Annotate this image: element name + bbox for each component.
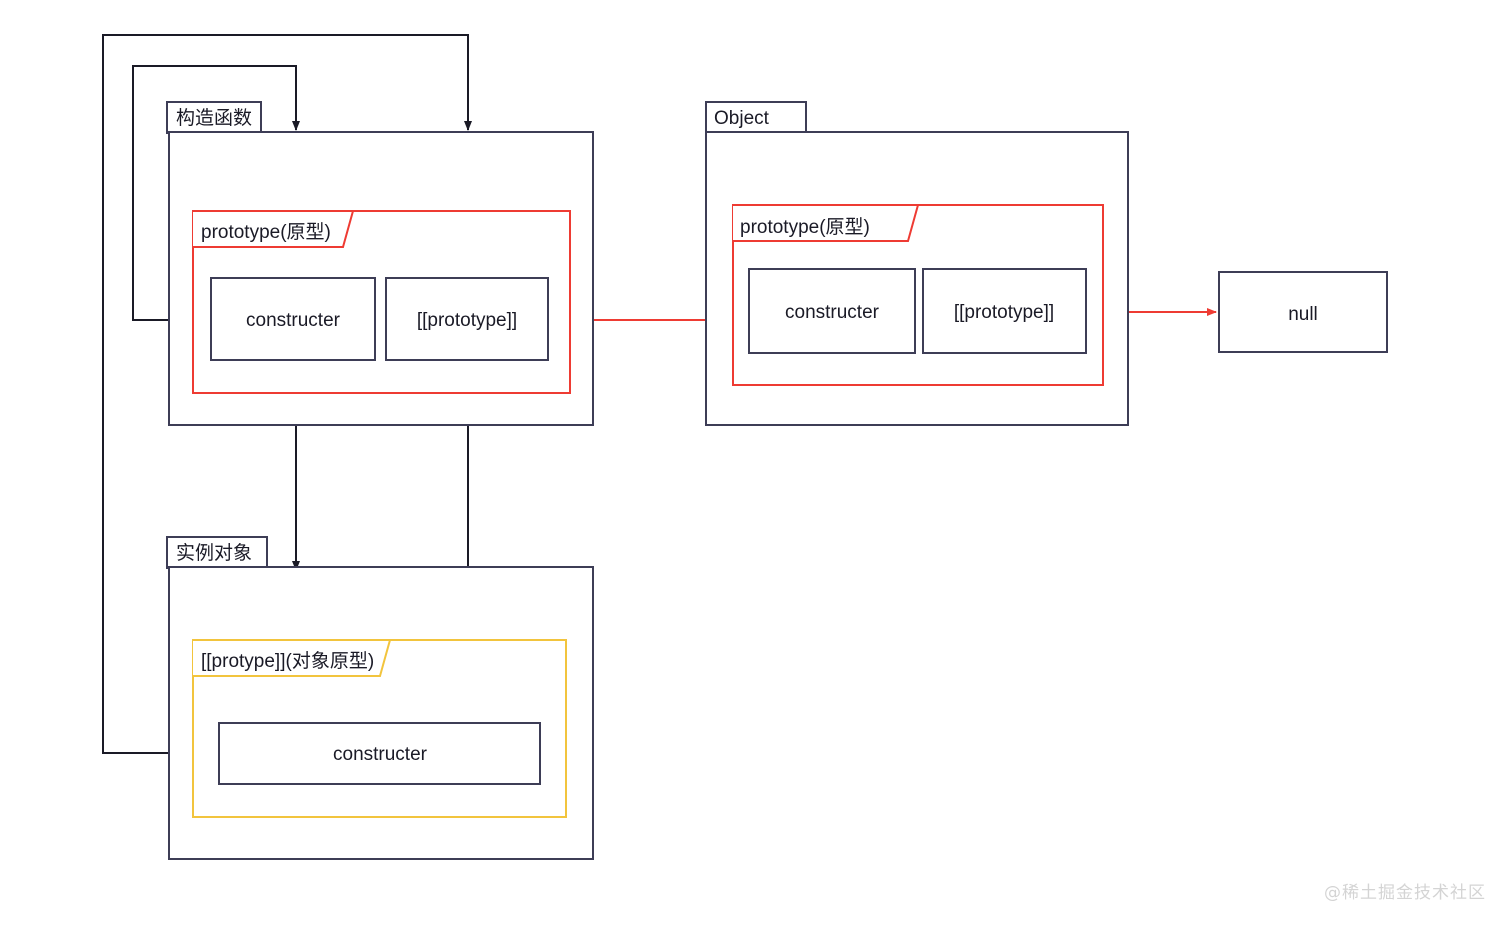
package-constructor-function[interactable]: 构造函数 prototype(原型) constructer [[prototy… — [166, 101, 594, 426]
group-prototype-constructor: prototype(原型) — [192, 210, 571, 394]
group-label-protype-instance: [[protype]](对象原型) — [201, 650, 374, 672]
connector-ctor-constructer-to-ctor-package — [132, 65, 300, 321]
group-body-prototype-constructor — [192, 210, 571, 394]
box-label-ctor-internal-prototype: [[prototype]] — [417, 310, 517, 331]
node-null[interactable]: null — [1218, 271, 1388, 353]
box-label-object-internal-prototype: [[prototype]] — [954, 302, 1054, 323]
box-object-constructer[interactable] — [748, 268, 916, 354]
watermark-text: @稀土掘金技术社区 — [1324, 883, 1486, 903]
package-label-instance-object: 实例对象 — [176, 542, 252, 564]
group-tab-prototype-object — [733, 204, 920, 242]
box-instance-constructer[interactable] — [218, 722, 541, 785]
package-body-instance-object — [168, 566, 594, 860]
box-label-object-constructer: constructer — [785, 302, 880, 323]
package-label-constructor-function: 构造函数 — [176, 107, 252, 129]
box-label-ctor-constructer: constructer — [246, 310, 341, 331]
group-label-prototype-object: prototype(原型) — [740, 216, 870, 238]
connector-instance-constructer-to-ctor-package — [102, 34, 472, 754]
box-ctor-internal-prototype[interactable] — [385, 277, 549, 361]
package-instance-object[interactable]: 实例对象 [[protype]](对象原型) constructer — [166, 536, 594, 860]
box-object-internal-prototype[interactable] — [922, 268, 1087, 354]
box-label-null: null — [1288, 304, 1318, 325]
box-ctor-constructer[interactable] — [210, 277, 376, 361]
group-prototype-object: prototype(原型) — [732, 204, 1104, 386]
package-tab-object — [705, 101, 807, 134]
group-protype-instance: [[protype]](对象原型) — [192, 639, 567, 818]
box-label-instance-constructer: constructer — [333, 744, 428, 765]
box-null[interactable] — [1218, 271, 1388, 353]
package-tab-instance-object — [166, 536, 268, 569]
package-label-object: Object — [714, 108, 770, 129]
group-tab-prototype-constructor — [193, 210, 355, 248]
package-object[interactable]: Object prototype(原型) constructer [[proto… — [705, 101, 1129, 426]
group-label-prototype-constructor: prototype(原型) — [201, 221, 331, 243]
group-tab-protype-instance — [193, 639, 392, 677]
